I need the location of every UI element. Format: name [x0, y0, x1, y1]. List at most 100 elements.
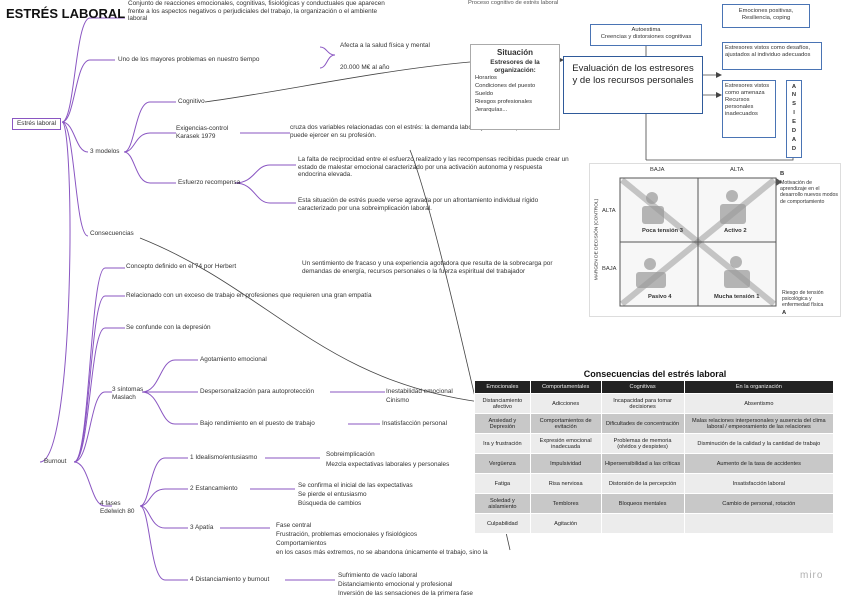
- matrix-right-a: Motivación de aprendizaje en el desarrol…: [780, 180, 838, 205]
- ansiedad-letter-2: N: [791, 92, 797, 98]
- table-cell: Disminución de la calidad y la cantidad …: [683, 433, 835, 454]
- table-cell: Expresión emocional inadecuada: [529, 433, 602, 454]
- emociones-text: Emociones positivas, Resiliencia, coping: [738, 8, 794, 21]
- resources-bad-box: Estresores vistos como amenaza Recursos …: [722, 80, 776, 138]
- matrix-quadrant-2: Activo 2: [724, 228, 747, 234]
- matrix-letter-a: A: [782, 310, 787, 316]
- autoestima-text: Autoestima Creencias y distorsiones cogn…: [600, 27, 692, 40]
- resources-bad-text: Estresores vistos como amenaza Recursos …: [725, 83, 770, 117]
- table-cell: Vergüenza: [474, 453, 531, 474]
- consequences-table-card: Consecuencias del estrés laboral Emocion…: [474, 368, 836, 534]
- phase-4-detail-3: Inversión de las sensaciones de la prime…: [338, 590, 473, 597]
- resources-ok-box: Estresores vistos como desafíos, ajustad…: [722, 42, 822, 70]
- burnout-concept: Concepto definido en el 74 por Herbert: [126, 263, 237, 270]
- phase-3-detail-2: Frustración, problemas emocionales y fis…: [276, 531, 418, 538]
- phase-4-detail-2: Distanciamiento emocional y profesional: [338, 581, 453, 588]
- matrix-quadrant-1: Mucha tensión 1: [714, 294, 760, 300]
- phase-2-detail-1: Se confirma el inicial de las expectativ…: [298, 482, 413, 489]
- table-row: Culpabilidad Agitación: [474, 513, 835, 534]
- maslach-item-1: Agotamiento emocional: [200, 356, 267, 363]
- evaluation-box: Evaluación de los estresores y de los re…: [563, 56, 703, 114]
- ansiedad-letter-6: D: [791, 128, 797, 134]
- table-cell: Dificultades de concentración: [600, 413, 685, 434]
- model-karasek: Exigencias-control Karasek 1979: [176, 125, 229, 140]
- table-cell: Absentismo: [683, 393, 835, 414]
- model-cognitivo: Cognitivo: [178, 98, 205, 105]
- phase-3-detail-3: Comportamientos: [276, 540, 327, 547]
- consequences-node: Consecuencias: [90, 230, 134, 237]
- table-row: Fatiga Risa nerviosa Distorsión de la pe…: [474, 473, 835, 494]
- autoestima-box: Autoestima Creencias y distorsiones cogn…: [590, 24, 702, 46]
- table-cell: Agitación: [529, 513, 602, 534]
- emociones-box: Emociones positivas, Resiliencia, coping: [722, 4, 810, 28]
- models-node: 3 modelos: [90, 148, 120, 155]
- table-row: Ansiedad y Depresión Comportamientos de …: [474, 413, 835, 434]
- table-cell: Aumento de la tasa de accidentes: [683, 453, 835, 474]
- miro-watermark: miro: [800, 570, 824, 581]
- maslach-item-2: Despersonalización para autoprotección: [200, 388, 315, 395]
- table-cell: Malas relaciones interpersonales y ausen…: [683, 413, 835, 434]
- phase-2-detail-3: Búsqueda de cambios: [298, 500, 362, 507]
- maslach-node: 3 síntomas Maslach: [112, 386, 144, 401]
- table-header: Cognitivas: [600, 380, 685, 394]
- ansiedad-letter-5: E: [792, 119, 796, 125]
- esfuerzo-desc-2: Esta situación de estrés puede verse agr…: [298, 197, 539, 212]
- table-cell: Distanciamiento afectivo: [474, 393, 531, 414]
- table-row: Ira y frustración Expresión emocional in…: [474, 433, 835, 454]
- table-cell: Problemas de memoria (olvidos y despiste…: [600, 433, 685, 454]
- ansiedad-letter-4: I: [793, 110, 795, 116]
- phase-3: 3 Apatía: [190, 524, 214, 531]
- situation-item-1: Horarios: [475, 75, 497, 81]
- karasek-matrix-grid: [619, 177, 782, 307]
- top-header-fragment: Proceso cognitivo de estrés laboral: [468, 0, 559, 6]
- ansiedad-letter-3: S: [792, 101, 796, 107]
- situation-item-3: Sueldo: [475, 91, 494, 97]
- matrix-col-low: BAJA: [650, 167, 665, 173]
- maslach-sub-3: Insatisfacción personal: [382, 420, 448, 427]
- table-cell: Culpabilidad: [474, 513, 531, 534]
- phase-4: 4 Distanciamiento y burnout: [190, 576, 270, 583]
- problems-node: Uno de los mayores problemas en nuestro …: [118, 56, 260, 63]
- table-row: Soledad y aislamiento Temblores Bloqueos…: [474, 493, 835, 514]
- phase-1: 1 Idealismo/entusiasmo: [190, 454, 258, 461]
- situation-title: Situación: [496, 48, 533, 57]
- matrix-axis-label: MARGEN DE DECISIÓN (CONTROL): [594, 198, 600, 281]
- table-cell: [683, 513, 835, 534]
- matrix-row-high: ALTA: [602, 208, 616, 214]
- situation-box: Situación Estresores de la organización:…: [470, 44, 560, 130]
- phase-3-detail-1: Fase central: [276, 522, 312, 529]
- table-cell: Ira y frustración: [474, 433, 531, 454]
- burnout-confused: Se confunde con la depresión: [126, 324, 211, 331]
- matrix-quadrant-3: Poca tensión 3: [642, 228, 683, 234]
- definition-text: Conjunto de reacciones emocionales, cogn…: [128, 0, 385, 23]
- maslach-sub-1: Inestabilidad emocional: [386, 388, 453, 395]
- situation-item-4: Riesgos profesionales: [475, 99, 533, 105]
- burnout-related: Relacionado con un exceso de trabajo en …: [126, 292, 372, 299]
- matrix-quadrant-4: Pasivo 4: [648, 294, 672, 300]
- table-header: Comportamentales: [529, 380, 602, 394]
- situation-subtitle: Estresores de la organización:: [490, 59, 540, 74]
- table-header: Emocionales: [474, 380, 531, 394]
- table-cell: Hipersensibilidad a las críticas: [600, 453, 685, 474]
- maslach-item-3: Bajo rendimiento en el puesto de trabajo: [200, 420, 315, 427]
- problems-item-health: Afecta a la salud física y mental: [340, 42, 430, 49]
- phase-4-detail-1: Sufrimiento de vacío laboral: [338, 572, 418, 579]
- table-cell: Distorsión de la percepción: [600, 473, 685, 494]
- esfuerzo-desc-1: La falta de reciprocidad entre el esfuer…: [298, 156, 569, 179]
- page-title: ESTRÉS LABORAL: [6, 6, 126, 21]
- model-esfuerzo: Esfuerzo recompensa: [178, 179, 241, 186]
- burnout-concept-desc: Un sentimiento de fracaso y una experien…: [302, 260, 553, 275]
- table-cell: Impulsividad: [529, 453, 602, 474]
- matrix-row-low: BAJA: [602, 266, 617, 272]
- table-cell: Ansiedad y Depresión: [474, 413, 531, 434]
- table-row: Vergüenza Impulsividad Hipersensibilidad…: [474, 453, 835, 474]
- situation-item-2: Condiciones del puesto: [475, 83, 536, 89]
- consequences-table-title: Consecuencias del estrés laboral: [474, 368, 836, 380]
- phase-3-detail-4: en los casos más extremos, no se abandon…: [276, 549, 488, 556]
- table-cell: Comportamientos de evitación: [529, 413, 602, 434]
- table-cell: Incapacidad para tomar decisiones: [600, 393, 685, 414]
- table-cell: Cambio de personal, rotación: [683, 493, 835, 514]
- phase-1-detail-1: Sobreimplicación: [326, 451, 375, 458]
- table-header: En la organización: [683, 380, 835, 394]
